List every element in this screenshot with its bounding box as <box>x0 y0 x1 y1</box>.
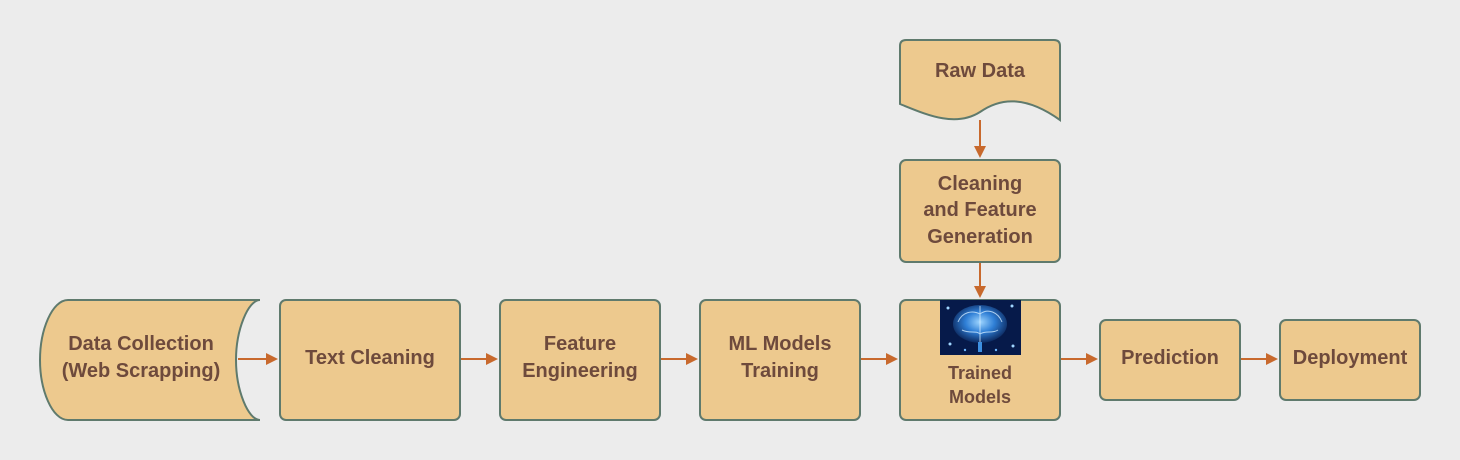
edges <box>238 120 1278 365</box>
brain-icon <box>940 300 1021 355</box>
node-prediction[interactable]: Prediction <box>1099 319 1241 401</box>
node-prediction-label: Prediction <box>1121 347 1219 369</box>
node-cleaning-line-1: Cleaning <box>938 173 1022 195</box>
edge-data-collection-to-text-cleaning <box>238 353 278 365</box>
edge-text-cleaning-to-feature-engineering <box>460 353 498 365</box>
node-cleaning-feature-generation[interactable]: Cleaning and Feature Generation <box>899 159 1061 263</box>
node-feature-engineering-line-1: Feature <box>544 333 616 355</box>
node-data-collection-line-1: Data Collection <box>68 333 214 355</box>
edge-cleaning-to-trained-models <box>974 262 986 298</box>
node-ml-training-line-1: ML Models <box>729 333 832 355</box>
node-feature-engineering[interactable]: Feature Engineering <box>499 299 661 421</box>
node-feature-engineering-line-2: Engineering <box>522 360 638 382</box>
node-deployment-label: Deployment <box>1293 347 1408 369</box>
node-ml-training-line-2: Training <box>741 360 819 382</box>
edge-ml-training-to-trained-models <box>860 353 898 365</box>
node-raw-data-label: Raw Data <box>935 60 1026 82</box>
node-data-collection-line-2: (Web Scrapping) <box>62 360 221 382</box>
node-deployment[interactable]: Deployment <box>1279 319 1421 401</box>
node-text-cleaning[interactable]: Text Cleaning <box>279 299 461 421</box>
node-data-collection[interactable]: Data Collection (Web Scrapping) <box>38 299 261 421</box>
node-trained-models-line-1: Trained <box>948 363 1012 383</box>
node-trained-models-line-2: Models <box>949 387 1011 407</box>
edge-prediction-to-deployment <box>1240 353 1278 365</box>
node-raw-data[interactable]: Raw Data <box>899 39 1061 122</box>
edge-raw-data-to-cleaning <box>974 120 986 158</box>
node-cleaning-line-2: and Feature <box>923 199 1036 221</box>
node-text-cleaning-label: Text Cleaning <box>305 347 435 369</box>
node-ml-models-training[interactable]: ML Models Training <box>699 299 861 421</box>
edge-feature-engineering-to-ml-training <box>660 353 698 365</box>
node-cleaning-line-3: Generation <box>927 226 1033 248</box>
edge-trained-models-to-prediction <box>1060 353 1098 365</box>
node-trained-models[interactable]: Trained Models <box>899 299 1061 421</box>
